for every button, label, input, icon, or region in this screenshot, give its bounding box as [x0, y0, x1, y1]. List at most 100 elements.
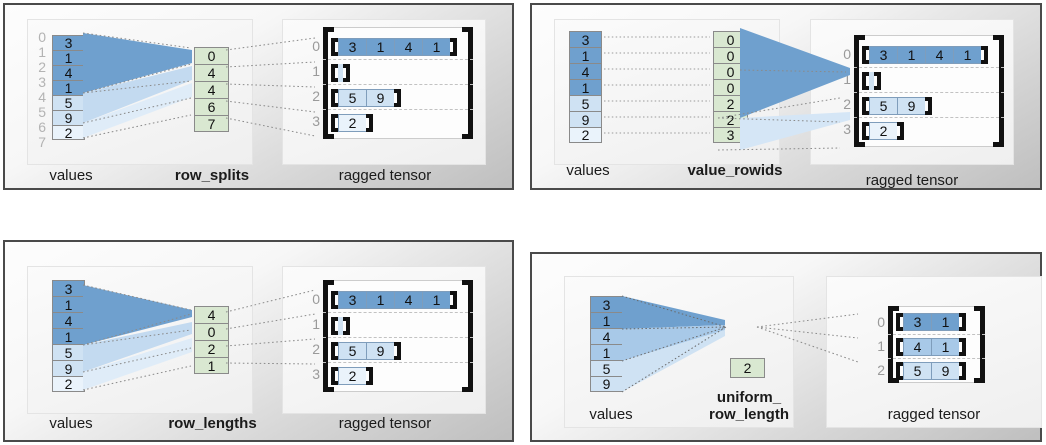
value-index-label: 2 — [38, 59, 46, 75]
tensor-cell: 1 — [422, 38, 450, 56]
value-cell: 9 — [52, 360, 85, 376]
tensor-row — [331, 64, 350, 82]
tensor-cell: 5 — [903, 362, 931, 380]
tensor-row: 5 9 — [862, 97, 932, 115]
partition-cell: 0 — [713, 31, 748, 47]
row-divider — [323, 362, 473, 363]
row-splits-label: row_splits — [174, 167, 250, 184]
open-bracket — [323, 27, 334, 139]
values-stack-value-rowids: 3 1 4 1 5 9 2 — [569, 31, 602, 143]
row-open-bracket — [331, 342, 338, 360]
row-close-bracket — [450, 38, 457, 56]
panel-uniform-row-length: 3 1 4 1 5 9 2 values uniform_ row_length… — [530, 252, 1042, 442]
uniform-row-length-stack: 2 — [730, 358, 765, 378]
row-open-bracket — [331, 64, 338, 82]
tensor-row: 3 1 4 1 — [331, 291, 457, 309]
row-splits-stack: 0 4 4 6 7 — [194, 47, 229, 132]
value-cell: 5 — [569, 95, 602, 111]
partition-cell: 6 — [194, 98, 229, 115]
row-close-bracket — [874, 72, 881, 90]
value-cell: 5 — [590, 360, 623, 376]
value-cell: 3 — [52, 280, 85, 296]
tensor-row — [331, 317, 350, 335]
value-cell: 9 — [590, 376, 623, 392]
partition-cell: 0 — [194, 323, 229, 340]
tensor-cell: 1 — [931, 338, 959, 356]
row-close-bracket — [959, 313, 966, 331]
tensor-label: ragged tensor — [338, 415, 432, 432]
value-rowids-stack: 0 0 0 0 2 2 3 — [713, 31, 748, 143]
tensor-row-index: 1 — [877, 338, 885, 354]
value-cell: 1 — [52, 80, 85, 95]
value-cell: 2 — [569, 127, 602, 143]
value-cell: 1 — [569, 79, 602, 95]
uniform-row-length-label-line2: row_length — [708, 406, 789, 423]
row-close-bracket — [981, 46, 988, 64]
row-open-bracket — [331, 89, 338, 107]
tensor-row-index: 1 — [312, 63, 320, 79]
tensor-cell: 2 — [338, 114, 366, 132]
value-cell: 2 — [52, 125, 85, 140]
tensor-row-index: 2 — [843, 96, 851, 112]
partition-cell: 7 — [194, 115, 229, 132]
value-cell: 9 — [52, 110, 85, 125]
value-cell: 3 — [52, 35, 85, 50]
ragged-tensor-row-splits: 3 1 4 1 5 9 2 — [323, 27, 473, 139]
tensor-row-index: 2 — [312, 341, 320, 357]
value-cell: 4 — [590, 328, 623, 344]
values-label: values — [49, 415, 93, 432]
close-bracket — [993, 35, 1004, 147]
value-cell: 1 — [52, 296, 85, 312]
close-bracket — [974, 306, 985, 383]
tensor-cell: 1 — [422, 291, 450, 309]
row-open-bracket — [896, 338, 903, 356]
partition-cell: 3 — [713, 127, 748, 143]
value-cell: 1 — [52, 50, 85, 65]
value-cell: 1 — [590, 344, 623, 360]
tensor-cell: 4 — [925, 46, 953, 64]
tensor-row-index: 3 — [843, 121, 851, 137]
value-cell: 4 — [569, 63, 602, 79]
panel-value-rowids: 3 1 4 1 5 9 2 0 0 0 0 2 2 3 values value… — [530, 3, 1042, 190]
row-close-bracket — [394, 89, 401, 107]
value-index-label: 1 — [38, 44, 46, 60]
tensor-cell: 2 — [869, 122, 897, 140]
tensor-row: 3 1 — [896, 313, 966, 331]
value-cell: 4 — [52, 65, 85, 80]
tensor-cell: 5 — [338, 342, 366, 360]
empty-row-filler — [338, 64, 343, 82]
row-close-bracket — [343, 317, 350, 335]
open-bracket — [854, 35, 865, 147]
partition-cell: 2 — [713, 95, 748, 111]
tensor-row-index: 1 — [843, 71, 851, 87]
tensor-cell: 9 — [366, 342, 394, 360]
partition-cell: 0 — [713, 79, 748, 95]
row-open-bracket — [896, 362, 903, 380]
row-divider — [854, 67, 1004, 68]
tensor-cell: 5 — [869, 97, 897, 115]
value-index-label: 7 — [38, 134, 46, 150]
row-divider — [888, 358, 985, 359]
row-close-bracket — [897, 122, 904, 140]
row-divider — [854, 117, 1004, 118]
tensor-card-uniform — [826, 276, 1042, 428]
row-close-bracket — [366, 114, 373, 132]
tensor-row — [862, 72, 881, 90]
row-divider — [323, 59, 473, 60]
tensor-cell: 1 — [366, 291, 394, 309]
value-cell: 1 — [52, 328, 85, 344]
row-close-bracket — [450, 291, 457, 309]
tensor-cell: 4 — [903, 338, 931, 356]
partition-cell: 0 — [713, 47, 748, 63]
tensor-cell: 1 — [366, 38, 394, 56]
row-close-bracket — [343, 64, 350, 82]
tensor-label: ragged tensor — [887, 406, 981, 423]
tensor-row-index: 0 — [843, 46, 851, 62]
partition-cell: 1 — [194, 357, 229, 374]
tensor-cell: 2 — [338, 367, 366, 385]
value-cell: 5 — [52, 344, 85, 360]
partition-cell: 2 — [194, 340, 229, 357]
tensor-cell: 1 — [953, 46, 981, 64]
tensor-cell: 9 — [366, 89, 394, 107]
